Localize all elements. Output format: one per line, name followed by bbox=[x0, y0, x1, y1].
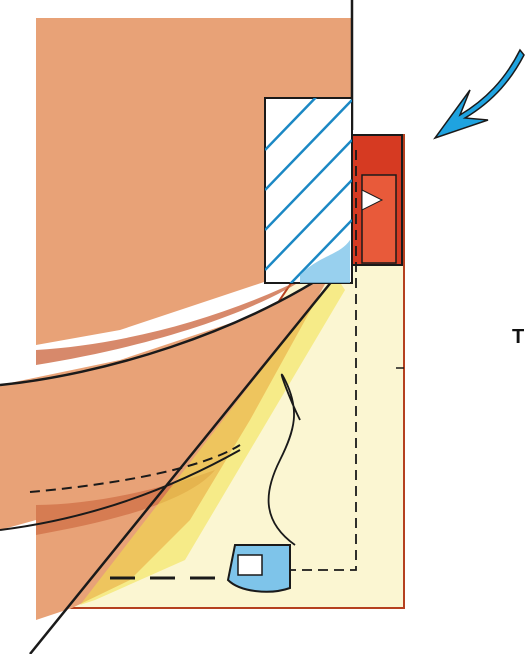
pocket-inner bbox=[362, 175, 396, 263]
blue-tab bbox=[228, 545, 290, 592]
edge-label: T bbox=[512, 326, 524, 349]
interfacing-panel bbox=[265, 60, 352, 310]
